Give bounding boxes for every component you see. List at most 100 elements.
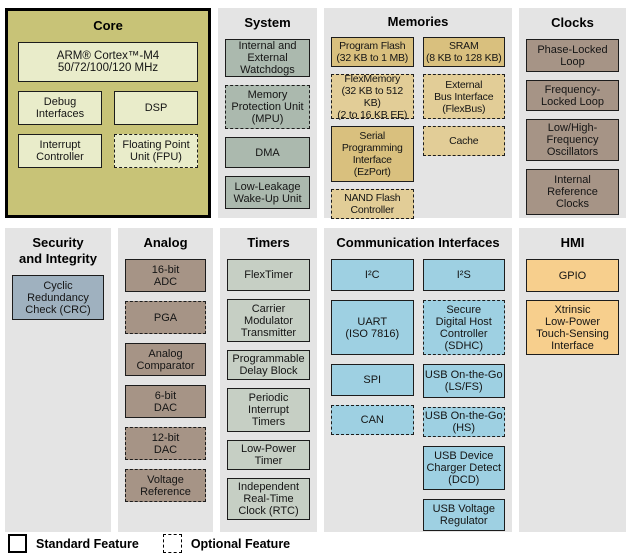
optional-feature-swatch xyxy=(162,534,182,553)
standard-feature-label: Standard Feature xyxy=(36,536,139,551)
block-dma: DMA xyxy=(225,137,310,168)
block-label: I²C xyxy=(364,269,380,281)
panel-memories: Memories Program Flash(32 KB to 1 MB) Fle… xyxy=(324,8,512,219)
panel-title-system: System xyxy=(244,15,291,30)
block-label: SPI xyxy=(363,374,382,386)
comm-column-left: I²C UART(ISO 7816) SPI CAN xyxy=(331,259,414,531)
panel-title-memories: Memories xyxy=(387,14,449,29)
optional-feature-label: Optional Feature xyxy=(190,536,291,551)
block-i2c: I²C xyxy=(331,259,414,291)
block-sram: SRAM(8 KB to 128 KB) xyxy=(422,37,505,67)
block-i2s: I²S xyxy=(422,259,505,291)
block-spi: SPI xyxy=(331,364,414,396)
memories-column-left: Program Flash(32 KB to 1 MB) FlexMemory(3… xyxy=(331,37,414,219)
panel-title-analog: Analog xyxy=(143,235,188,250)
block-label: FlexMemory(32 KB to 512 KB)(2 to 16 KB E… xyxy=(337,72,408,121)
block-label: CAN xyxy=(360,414,384,426)
block-label: Cache xyxy=(449,135,479,147)
block-program-flash: Program Flash(32 KB to 1 MB) xyxy=(331,37,414,67)
block-pga: PGA xyxy=(125,301,206,334)
panel-title-hmi: HMI xyxy=(560,235,585,250)
block-label: SRAM(8 KB to 128 KB) xyxy=(425,40,502,64)
standard-feature-swatch xyxy=(8,534,27,553)
block-gpio: GPIO xyxy=(526,259,619,292)
block-dsp: DSP xyxy=(114,91,198,125)
memories-columns: Program Flash(32 KB to 1 MB) FlexMemory(3… xyxy=(331,37,505,219)
block-label: I²S xyxy=(456,269,471,281)
block-label: DMA xyxy=(255,146,280,159)
block-usb-otg-hs: USB On-the-Go(HS) xyxy=(422,407,505,437)
block-label: Program Flash(32 KB to 1 MB) xyxy=(336,40,409,64)
block-label: GPIO xyxy=(558,269,587,282)
legend: Standard Feature Optional Feature xyxy=(8,534,306,553)
panel-title-communication-interfaces: Communication Interfaces xyxy=(336,235,500,250)
block-uart: UART(ISO 7816) xyxy=(331,300,414,355)
panel-title-clocks: Clocks xyxy=(551,15,594,30)
block-label: Frequency-Locked Loop xyxy=(541,83,604,108)
block-can: CAN xyxy=(331,405,414,435)
block-label: PGA xyxy=(153,311,178,324)
